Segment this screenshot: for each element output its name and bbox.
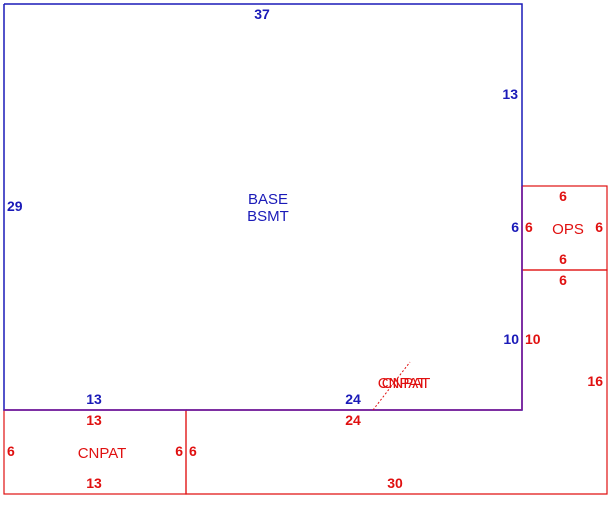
- base-dim-right-upper: 13: [502, 86, 518, 102]
- base-label-line2: BSMT: [247, 208, 289, 225]
- cnpat-right-dim-bottom: 30: [387, 475, 403, 491]
- base-label-line1: BASE: [248, 191, 288, 208]
- cnpat-right-dim-top-right: 6: [559, 272, 567, 288]
- base-dim-left: 29: [7, 198, 23, 214]
- base-dim-top: 37: [254, 6, 270, 22]
- cnpat-left-dim-top: 13: [86, 412, 102, 428]
- ops-label: OPS: [552, 221, 584, 238]
- cnpat-right-label-b: CNPAT: [382, 375, 431, 392]
- cnpat-right-dim-left: 6: [189, 443, 197, 459]
- cnpat-right-dim-top: 24: [345, 412, 361, 428]
- cnpat-left-dim-bottom: 13: [86, 475, 102, 491]
- cnpat-right-label-a: CNPAT: [378, 375, 427, 392]
- base-dim-right-notch: 6: [511, 219, 519, 235]
- cnpat-right-dim-right-outer: 16: [587, 373, 603, 389]
- cnpat-right-dim-right-inner: 10: [525, 331, 541, 347]
- ops-dim-right: 6: [595, 219, 603, 235]
- cnpat-left-label: CNPAT: [78, 445, 127, 462]
- cnpat-left-dim-left: 6: [7, 443, 15, 459]
- base-dim-bottom-left: 13: [86, 391, 102, 407]
- cnpat-left-dim-right: 6: [175, 443, 183, 459]
- base-dim-bottom-right: 24: [345, 391, 361, 407]
- ops-dim-left: 6: [525, 219, 533, 235]
- ops-dim-top: 6: [559, 188, 567, 204]
- ops-dim-bottom: 6: [559, 251, 567, 267]
- base-dim-right-lower: 10: [503, 331, 519, 347]
